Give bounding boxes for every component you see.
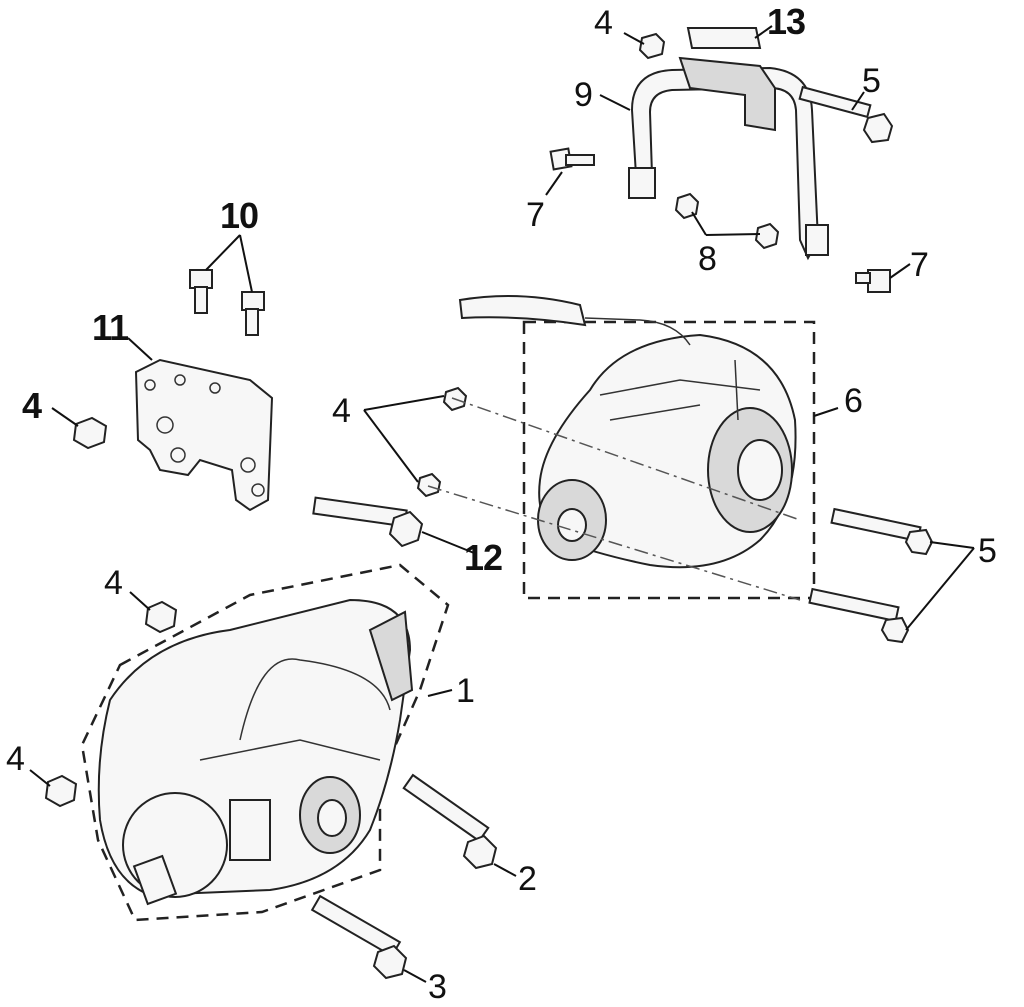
nut-8-a[interactable]: [674, 192, 700, 220]
shift-cable-boot[interactable]: [458, 295, 691, 346]
bolt-3[interactable]: [310, 894, 408, 980]
guard-bracket-9[interactable]: [628, 56, 829, 261]
callout-5-right: 5: [978, 532, 996, 570]
callout-7-left: 7: [526, 196, 544, 234]
bolt-2[interactable]: [402, 773, 498, 870]
bolt-7-left[interactable]: [549, 147, 595, 171]
pad-13[interactable]: [686, 27, 762, 49]
alignment-line-upper: [451, 397, 801, 521]
callout-8: 8: [698, 240, 716, 278]
callout-1: 1: [456, 672, 474, 710]
callout-4-lower: 4: [104, 564, 122, 602]
front-differential-1[interactable]: [97, 598, 414, 906]
callout-11: 11: [92, 307, 129, 348]
callout-4-bottom: 4: [6, 740, 24, 778]
mount-bracket-11[interactable]: [134, 358, 274, 512]
nut-4-mid-b[interactable]: [416, 472, 442, 498]
callout-9: 9: [574, 76, 592, 114]
leader-lines: [29, 25, 975, 983]
nut-4-lower[interactable]: [144, 600, 178, 634]
callout-6: 6: [844, 382, 862, 420]
callout-7-right: 7: [910, 246, 928, 284]
callout-4-top: 4: [594, 4, 612, 42]
nut-4-top[interactable]: [638, 32, 666, 60]
callout-2: 2: [518, 860, 536, 898]
bolt-7-right[interactable]: [855, 269, 891, 293]
bolt-5-right-b[interactable]: [808, 587, 910, 644]
callout-4-mid: 4: [332, 392, 350, 430]
callout-10: 10: [220, 195, 258, 236]
bolt-5-right-a[interactable]: [830, 507, 934, 556]
nut-4-left[interactable]: [72, 416, 108, 450]
assembly-6-outline: [522, 320, 816, 600]
callout-12: 12: [464, 537, 502, 578]
nut-4-bottom[interactable]: [44, 774, 78, 808]
callout-13: 13: [767, 1, 805, 42]
alignment-line-lower: [427, 485, 801, 601]
callout-5-top: 5: [862, 62, 880, 100]
bolt-10-a[interactable]: [189, 269, 213, 314]
rear-differential-6[interactable]: [537, 333, 797, 569]
nut-8-b[interactable]: [754, 222, 780, 250]
bolt-10-b[interactable]: [241, 291, 265, 336]
long-bolt-12[interactable]: [312, 496, 424, 548]
callout-3: 3: [428, 968, 446, 1006]
callout-4-left: 4: [22, 385, 42, 426]
